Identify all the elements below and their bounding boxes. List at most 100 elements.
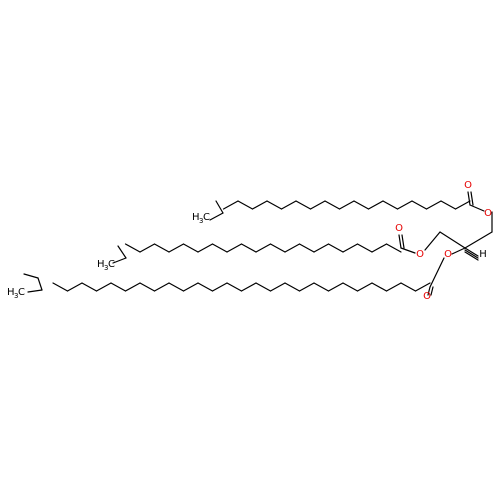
- carbonyl-oxygen-1: O: [464, 180, 472, 191]
- stereo-bond: [464, 251, 479, 261]
- alkyl-chain-3: [255, 282, 272, 292]
- glycerol-bond: [464, 231, 493, 249]
- methyl-label-mid: H 3 C: [97, 259, 115, 272]
- alkyl-chain-1: [382, 200, 399, 210]
- alkyl-chain-3: [197, 282, 214, 292]
- alkyl-chain-1: [425, 200, 442, 210]
- alkyl-chain-2: [356, 243, 373, 253]
- alkyl-chain-2: [327, 243, 344, 253]
- stereo-bond: [464, 247, 479, 257]
- alkyl-chain-3: [298, 282, 315, 292]
- alkyl-chain-2: [124, 243, 141, 253]
- branch-bond-top: [215, 200, 224, 214]
- alkyl-chain-3: [269, 282, 286, 292]
- methyl-c-bot: C: [18, 287, 25, 298]
- alkyl-chain-3: [356, 282, 373, 292]
- ester-bond-1: [469, 204, 485, 212]
- methyl-sub-bot: 3: [14, 292, 18, 300]
- alkyl-chain-1: [324, 200, 341, 210]
- ester-bond-2: [400, 247, 416, 254]
- alkyl-chain-3: [52, 282, 69, 292]
- alkyl-chain-2: [226, 243, 243, 253]
- bond-lines: [23, 191, 493, 296]
- alkyl-chain-2: [371, 243, 388, 253]
- alkyl-chain-3: [124, 282, 141, 292]
- alkyl-chain-3: [110, 282, 127, 292]
- alkyl-chain-3: [342, 282, 359, 292]
- ethyl-bond-top: [209, 212, 224, 221]
- alkyl-chain-2: [240, 243, 257, 253]
- alkyl-chain-3: [240, 282, 257, 292]
- stereo-hydrogen: H: [479, 249, 487, 260]
- methyl-h-bot: H: [7, 287, 15, 298]
- alkyl-chain-3: [371, 282, 388, 292]
- alkyl-chain-1: [454, 200, 471, 210]
- methyl-c-top: C: [203, 212, 210, 223]
- alkyl-chain-3: [385, 282, 402, 292]
- methyl-sub-mid: 3: [104, 264, 108, 272]
- methyl-h-top: H: [192, 212, 200, 223]
- carbonyl-bond-2: [398, 234, 402, 249]
- carbonyl-oxygen-3: O: [423, 291, 431, 302]
- atom-labels: O O O O O O H H 3 C H 3 C H 3 C: [7, 180, 492, 302]
- alkyl-chain-3: [81, 282, 98, 292]
- alkyl-chain-3: [153, 282, 170, 292]
- ester-bond-3: [429, 257, 445, 288]
- alkyl-chain-3: [327, 282, 344, 292]
- alkyl-chain-3: [211, 282, 228, 292]
- alkyl-chain-3: [313, 282, 330, 292]
- alkyl-chain-3: [400, 282, 417, 292]
- alkyl-chain-2: [269, 243, 286, 253]
- alkyl-chain-2: [298, 243, 315, 253]
- branch-bond-bot: [37, 277, 43, 291]
- alkyl-chain-1: [222, 200, 239, 210]
- alkyl-chain-3: [139, 282, 156, 292]
- alkyl-chain-1: [353, 200, 370, 210]
- ethyl-bond-bot: [23, 273, 39, 279]
- ester-oxygen-2: O: [416, 249, 424, 260]
- alkyl-chain-2: [255, 243, 272, 253]
- alkyl-chain-2: [168, 243, 185, 253]
- carbonyl-bond-1: [467, 191, 471, 206]
- alkyl-chain-2: [182, 243, 199, 253]
- carbonyl-bond-3: [427, 286, 431, 296]
- methyl-sub-top: 3: [199, 217, 203, 225]
- alkyl-chain-2: [313, 243, 330, 253]
- carbonyl-oxygen-2: O: [395, 223, 403, 234]
- alkyl-chain-3: [66, 282, 83, 292]
- methyl-label-bot: H 3 C: [7, 287, 25, 300]
- ester-oxygen-3: O: [444, 249, 452, 260]
- alkyl-chain-1: [367, 200, 384, 210]
- alkyl-chain-2: [197, 243, 214, 253]
- alkyl-chain-1: [309, 200, 326, 210]
- alkyl-chain-1: [280, 200, 297, 210]
- alkyl-chain-2: [153, 243, 170, 253]
- alkyl-chain-3: [414, 282, 431, 292]
- methyl-h-mid: H: [97, 259, 105, 270]
- glycerol-bond: [451, 247, 466, 255]
- carbonyl-bond-1: [470, 191, 474, 206]
- methyl-bond-bot: [27, 289, 43, 293]
- alkyl-chain-1: [237, 200, 254, 210]
- alkyl-chain-1: [338, 200, 355, 210]
- methyl-bond-mid: [112, 257, 127, 264]
- alkyl-chain-1: [295, 200, 312, 210]
- alkyl-chain-1: [251, 200, 268, 210]
- alkyl-chain-3: [226, 282, 243, 292]
- alkyl-chain-3: [284, 282, 301, 292]
- carbonyl-bond-3: [430, 286, 434, 296]
- stereo-bond: [464, 249, 479, 259]
- alkyl-chain-1: [266, 200, 283, 210]
- alkyl-chain-3: [182, 282, 199, 292]
- glycerol-bond: [424, 231, 441, 251]
- ester-oxygen-1: O: [484, 208, 492, 219]
- methyl-c-mid: C: [108, 259, 115, 270]
- alkyl-chain-3: [168, 282, 185, 292]
- alkyl-chain-3: [95, 282, 112, 292]
- branch-bond-mid: [117, 245, 127, 259]
- alkyl-chain-2: [211, 243, 228, 253]
- alkyl-chain-2: [139, 243, 156, 253]
- alkyl-chain-1: [440, 200, 457, 210]
- alkyl-chain-2: [284, 243, 301, 253]
